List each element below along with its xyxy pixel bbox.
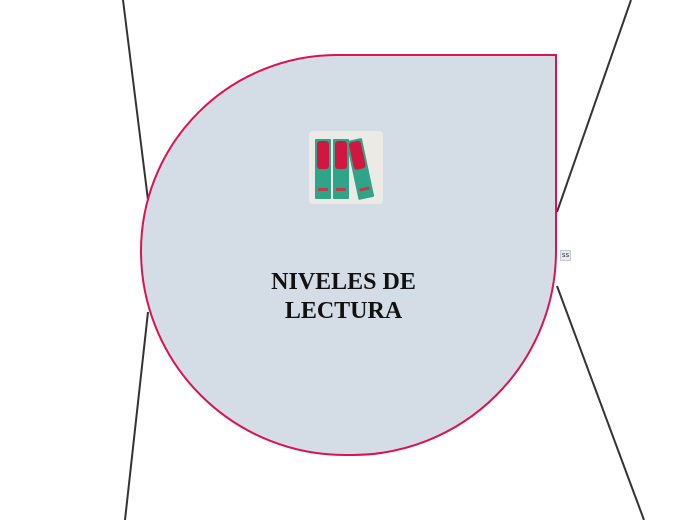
connector-bottom-right [556,285,645,520]
collapse-toggle[interactable]: ss [560,250,571,261]
connector-top-right [556,0,632,213]
connector-top-left [122,0,149,201]
connector-bottom-left [124,311,149,520]
central-topic-title: NIVELES DE LECTURA [271,269,416,324]
binders-icon [309,131,383,204]
central-topic-node[interactable] [140,54,557,456]
